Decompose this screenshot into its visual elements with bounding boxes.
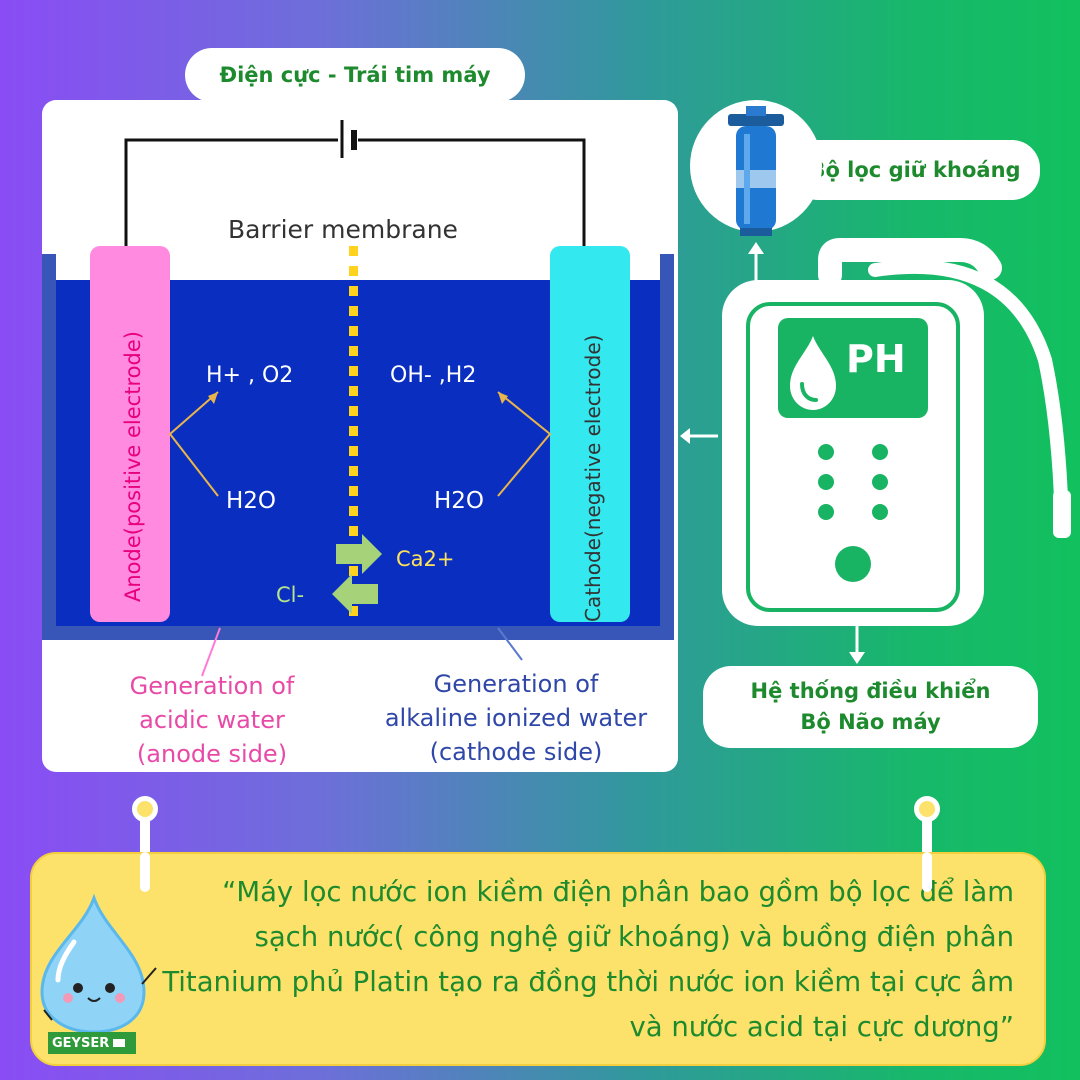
pin-stem-right	[922, 808, 932, 868]
anode-arrowhead	[208, 392, 218, 404]
mascot-leg	[43, 1009, 53, 1021]
machine-button	[872, 474, 888, 490]
membrane-dash	[349, 326, 358, 336]
quote-text: “Máy lọc nước ion kiềm điện phân bao gồm…	[162, 876, 1014, 1043]
machine-button	[818, 504, 834, 520]
logo-text: GEYSER	[52, 1035, 110, 1051]
water-right: H2O	[434, 488, 484, 514]
mascot-mouth	[87, 997, 101, 1002]
diagram-title: Điện cực - Trái tim máy	[185, 48, 525, 102]
mascot-cheek-right	[115, 993, 125, 1003]
pin-stem-left	[140, 808, 150, 868]
membrane-dash	[349, 506, 358, 516]
pin-stem-right-lower	[922, 852, 932, 892]
acidic-caption-3: (anode side)	[137, 740, 287, 768]
ion-arrow-right	[336, 534, 382, 574]
acidic-caption-2: acidic water	[139, 706, 285, 734]
pin-right	[914, 796, 940, 822]
anode-label: Anode(positive electrode)	[121, 331, 145, 602]
mascot-eye-left	[73, 983, 83, 993]
machine-inner-frame	[746, 302, 960, 612]
pin-left	[132, 796, 158, 822]
membrane-dash	[349, 286, 358, 296]
hose-nozzle	[1053, 490, 1071, 538]
machine-button	[818, 444, 834, 460]
mascot-eye-right	[105, 983, 115, 993]
arrow-to-filter-head	[748, 242, 764, 254]
membrane-dash	[349, 386, 358, 396]
membrane-dash	[349, 266, 358, 276]
alkaline-caption-3: (cathode side)	[430, 738, 603, 766]
control-label-line1: Hệ thống điều khiển	[750, 678, 991, 703]
cathode-reaction-arrow	[497, 391, 552, 497]
anode-electrode	[90, 246, 170, 622]
geyser-logo: GEYSER	[48, 1032, 136, 1054]
anode-reaction-arrow	[168, 391, 219, 497]
arrow-to-diagram-head	[680, 428, 690, 444]
membrane-dash	[349, 406, 358, 416]
cathode-arrowhead	[498, 392, 508, 404]
membrane-dash	[349, 346, 358, 356]
water-hose	[868, 260, 1069, 537]
tank-floor	[42, 626, 674, 640]
electrolysis-diagram: Barrier membrane Anode(positive electrod…	[42, 100, 678, 772]
membrane-dash	[349, 466, 358, 476]
tank-wall-right	[660, 254, 674, 632]
mascot-shine	[55, 939, 77, 983]
membrane-dash	[349, 566, 358, 576]
membrane-dash	[349, 446, 358, 456]
electrolysis-chamber-graphic: Barrier membrane Anode(positive electrod…	[42, 120, 674, 768]
machine-power-button	[835, 546, 871, 582]
machine-button	[818, 474, 834, 490]
water-left: H2O	[226, 488, 276, 514]
machine-button	[872, 504, 888, 520]
anode-products: H+ , O2	[206, 363, 293, 388]
membrane-dash	[349, 246, 358, 256]
chloride-ion: Cl-	[276, 583, 304, 607]
alkaline-caption-2: alkaline ionized water	[385, 704, 647, 732]
circuit-wire-left	[124, 138, 338, 250]
control-system-label: Hệ thống điều khiển Bộ Não máy	[703, 666, 1038, 748]
acidic-caption-1: Generation of	[130, 672, 295, 700]
filter-label: Bộ lọc giữ khoáng	[790, 140, 1040, 200]
mascot-cheek-left	[63, 993, 73, 1003]
cathode-electrode	[550, 246, 630, 622]
circuit-wire-right	[358, 138, 586, 250]
control-label-line2: Bộ Não máy	[800, 710, 941, 734]
filter-cartridge-icon	[728, 106, 784, 236]
membrane-dash	[349, 366, 358, 376]
membrane-dash	[349, 526, 358, 536]
water-drop-mascot	[40, 893, 157, 1034]
barrier-membrane-label: Barrier membrane	[228, 215, 458, 244]
ion-arrow-left	[332, 574, 378, 614]
pin-stem-left-lower	[140, 852, 150, 892]
membrane-dash	[349, 306, 358, 316]
mascot-arm	[141, 967, 157, 985]
ionizer-machine-graphic: PH	[680, 100, 1071, 664]
alkaline-caption-1: Generation of	[434, 670, 599, 698]
mascot-body	[40, 893, 146, 1034]
cathode-label: Cathode(negative electrode)	[581, 335, 605, 622]
machine-top-spout	[818, 238, 1002, 287]
quote-box: “Máy lọc nước ion kiềm điện phân bao gồm…	[30, 852, 1046, 1066]
membrane-dash	[349, 606, 358, 616]
tank-wall-left	[42, 254, 56, 632]
membrane-dash	[349, 486, 358, 496]
ph-display-text: PH	[846, 337, 906, 381]
cathode-products: OH- ,H2	[390, 363, 476, 388]
calcium-ion: Ca2+	[396, 547, 455, 571]
arrow-to-control-head	[849, 652, 865, 664]
machine-button	[872, 444, 888, 460]
membrane-dash	[349, 426, 358, 436]
alkaline-pointer	[497, 627, 523, 661]
water-drop-shine	[800, 382, 818, 402]
acidic-pointer	[201, 627, 221, 677]
